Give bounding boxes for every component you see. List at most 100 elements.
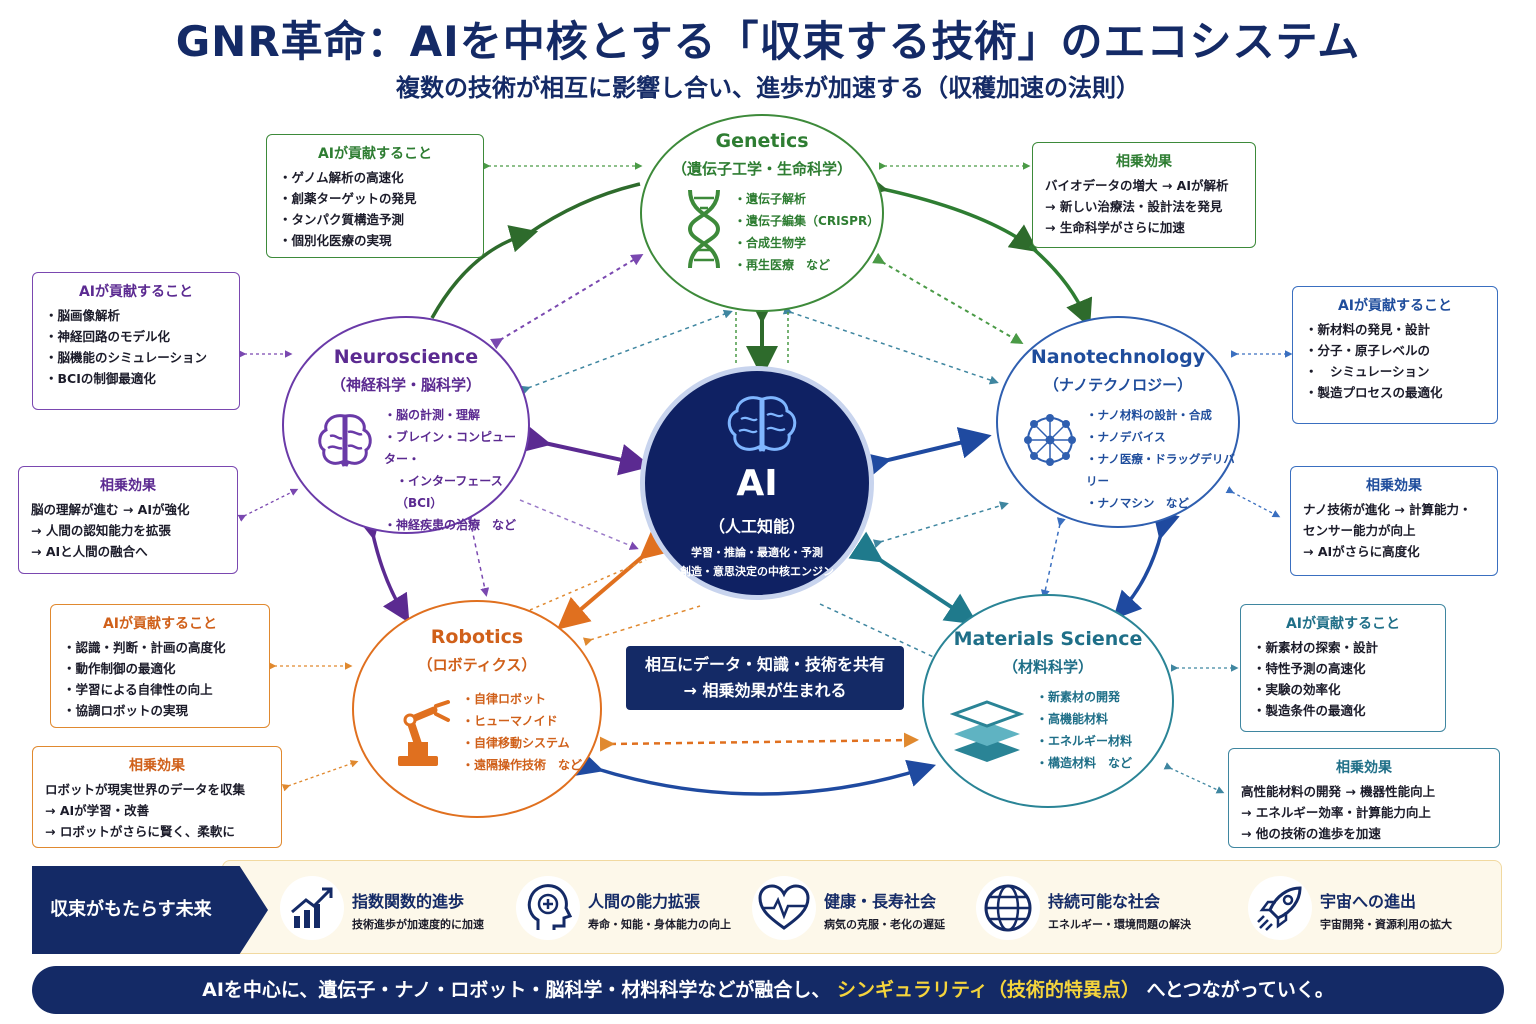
heart-pulse-icon (758, 884, 810, 930)
genetics-name: Genetics (715, 130, 809, 152)
list-item: 製造プロセスの最適化 (1305, 382, 1485, 403)
synergy-line: → 人間の認知能力を拡張 (31, 523, 171, 538)
materials-sub: （材料科学） (1002, 658, 1093, 676)
list-item: 神経回路のモデル化 (45, 326, 227, 347)
list-item: 合成生物学 (734, 232, 879, 254)
neuroscience-node[interactable]: Neuroscience （神経科学・脳科学） 脳の計測・理解 ブレイン・コンピ… (282, 316, 530, 534)
list-item: 新素材の探索・設計 (1253, 637, 1433, 658)
list-item: 脳の計測・理解 (384, 404, 528, 426)
rocket-icon (1257, 886, 1302, 931)
arrow-ai-materials (848, 531, 979, 625)
ai-core-node[interactable]: AI （人工知能） 学習・推論・最適化・予測 創造・意思決定の中核エンジン (640, 366, 874, 600)
nanotechnology-name: Nanotechnology (1030, 346, 1206, 368)
list-item: 新材料の発見・設計 (1305, 319, 1485, 340)
genetics-node[interactable]: Genetics （遺伝子工学・生命科学） 遺伝子解析 遺伝子編集（CRISPR… (640, 114, 884, 312)
layers-icon (950, 700, 1024, 762)
box-heading: 相乗効果 (100, 478, 156, 494)
future-label: 収束がもたらす未来 (32, 866, 268, 954)
synergy-line: ナノ技術が進化 → 計算能力・ (1303, 502, 1472, 517)
synergy-line: → AIがさらに高度化 (1303, 544, 1420, 559)
share-line: 相互にデータ・知識・技術を共有 (644, 655, 885, 674)
box-heading: AIが貢献すること (1285, 616, 1401, 632)
box-heading: AIが貢献すること (102, 616, 218, 632)
materials-list: 新素材の開発 高機能材料 エネルギー材料 構造材料 など (1036, 686, 1132, 774)
future-title: 宇宙への進出 (1320, 892, 1417, 911)
list-item: 製造条件の最適化 (1253, 700, 1433, 721)
genetics-synergy-box: 相乗効果 バイオデータの増大 → AIが解析 → 新しい治療法・設計法を発見 →… (1032, 142, 1256, 248)
future-desc: 病気の克服・老化の遅延 (824, 918, 945, 931)
globe-icon (984, 884, 1032, 932)
synergy-line: 高性能材料の開発 → 機器性能向上 (1241, 784, 1436, 799)
page-title: GNR革命：AIを中核とする「収束する技術」のエコシステム (175, 17, 1361, 66)
robotics-node[interactable]: Robotics （ロボティクス） 自律ロボット ヒューマノイド 自律移動システ… (352, 600, 602, 818)
ai-description: 学習・推論・最適化・予測 創造・意思決定の中核エンジン (645, 543, 869, 581)
list-item: シミュレーション (1305, 361, 1485, 382)
materials-node[interactable]: Materials Science （材料科学） 新素材の開発 高機能材料 エネ… (922, 594, 1174, 808)
list-item: 創薬ターゲットの発見 (279, 188, 471, 209)
synergy-line: → エネルギー効率・計算能力向上 (1241, 805, 1431, 820)
box-heading: 相乗効果 (1336, 760, 1392, 776)
synergy-line: → 新しい治療法・設計法を発見 (1045, 199, 1223, 214)
arrow-ai-robotics (556, 526, 674, 630)
list-item: 協調ロボットの実現 (63, 700, 257, 721)
list-item: 認識・判断・計画の高度化 (63, 637, 257, 658)
brain-icon (727, 396, 797, 452)
nano-ai-box: AIが貢献すること 新材料の発見・設計 分子・原子レベルの シミュレーション 製… (1292, 286, 1498, 424)
growth-chart-icon (291, 887, 333, 928)
arrow-nano-materials (1112, 509, 1180, 620)
nanotechnology-node[interactable]: Nanotechnology （ナノテクノロジー） ナノ材料の設計・合成 ナノデ… (996, 316, 1240, 528)
list-item: 神経疾患の治療 など (384, 514, 528, 536)
list-item: 特性予測の高速化 (1253, 658, 1433, 679)
synergy-line: → AIが学習・改善 (45, 803, 150, 818)
list-item: 自律ロボット (462, 688, 582, 710)
neuroscience-list: 脳の計測・理解 ブレイン・コンピューター・ インターフェース（BCI） 神経疾患… (384, 404, 528, 536)
genetics-sub: （遺伝子工学・生命科学） (671, 160, 852, 178)
box-heading: 相乗効果 (1116, 154, 1172, 170)
list-item: ヒューマノイド (462, 710, 582, 732)
list-item: 実験の効率化 (1253, 679, 1433, 700)
ai-sub: （人工知能） (708, 517, 805, 536)
arrow-ai-nano (856, 427, 992, 483)
footer-text: AIを中心に、遺伝子・ナノ・ロボット・脳科学・材料科学などが融合し、 (202, 979, 831, 1001)
robotics-ai-box: AIが貢献すること 認識・判断・計画の高度化 動作制御の最適化 学習による自律性… (50, 604, 270, 728)
nanotechnology-list: ナノ材料の設計・合成 ナノデバイス ナノ医療・ドラッグデリバリー ナノマシン な… (1086, 404, 1238, 514)
neuro-ai-box: AIが貢献すること 脳画像解析 神経回路のモデル化 脳機能のシミュレーション B… (32, 272, 240, 410)
ai-name: AI (736, 463, 778, 504)
list-item: BCIの制御最適化 (45, 368, 227, 389)
list-item: 遺伝子解析 (734, 188, 879, 210)
neuroscience-sub: （神経科学・脳科学） (330, 376, 481, 394)
ai-desc-line: 創造・意思決定の中核エンジン (680, 565, 834, 578)
genetics-ai-box: AIが貢献すること ゲノム解析の高速化 創薬ターゲットの発見 タンパク質構造予測… (266, 134, 484, 258)
robotics-list: 自律ロボット ヒューマノイド 自律移動システム 遠隔操作技術 など (462, 688, 582, 776)
robot-arm-icon (398, 700, 450, 766)
robotics-sub: （ロボティクス） (417, 656, 537, 674)
list-item: タンパク質構造予測 (279, 209, 471, 230)
list-item: 個別化医療の実現 (279, 230, 471, 251)
list-item: インターフェース（BCI） (384, 470, 528, 514)
synergy-line: バイオデータの増大 → AIが解析 (1045, 178, 1229, 193)
box-heading: AIが貢献すること (317, 146, 433, 162)
list-item: ナノマシン など (1086, 492, 1238, 514)
future-title: 持続可能な社会 (1048, 892, 1161, 911)
future-desc: エネルギー・環境問題の解決 (1048, 918, 1191, 931)
list-item: 高機能材料 (1036, 708, 1132, 730)
list-item: 遺伝子編集（CRISPR） (734, 210, 879, 232)
box-heading: AIが貢献すること (78, 284, 194, 300)
future-item-health: 健康・長寿社会 病気の克服・老化の遅延 (752, 874, 982, 944)
materials-synergy-box: 相乗効果 高性能材料の開発 → 機器性能向上 → エネルギー効率・計算能力向上 … (1228, 748, 1500, 848)
list-item: ナノデバイス (1086, 426, 1238, 448)
box-heading: 相乗効果 (129, 758, 185, 774)
neuroscience-name: Neuroscience (333, 346, 479, 368)
list-item: 構造材料 など (1036, 752, 1132, 774)
list-item: ナノ医療・ドラッグデリバリー (1086, 448, 1238, 492)
footer-highlight: シンギュラリティ（技術的特異点） (837, 979, 1140, 1001)
future-title: 指数関数的進歩 (352, 892, 465, 911)
list-item: 再生医療 など (734, 254, 879, 276)
future-title: 人間の能力拡張 (588, 892, 701, 911)
share-note: 相互にデータ・知識・技術を共有 → 相乗効果が生まれる (626, 646, 904, 710)
synergy-line: → AIと人間の融合へ (31, 544, 148, 559)
materials-ai-box: AIが貢献すること 新素材の探索・設計 特性予測の高速化 実験の効率化 製造条件… (1240, 604, 1446, 732)
future-desc: 宇宙開発・資源利用の拡大 (1320, 918, 1452, 931)
list-item: ブレイン・コンピューター・ (384, 426, 528, 470)
robotics-name: Robotics (430, 626, 524, 648)
